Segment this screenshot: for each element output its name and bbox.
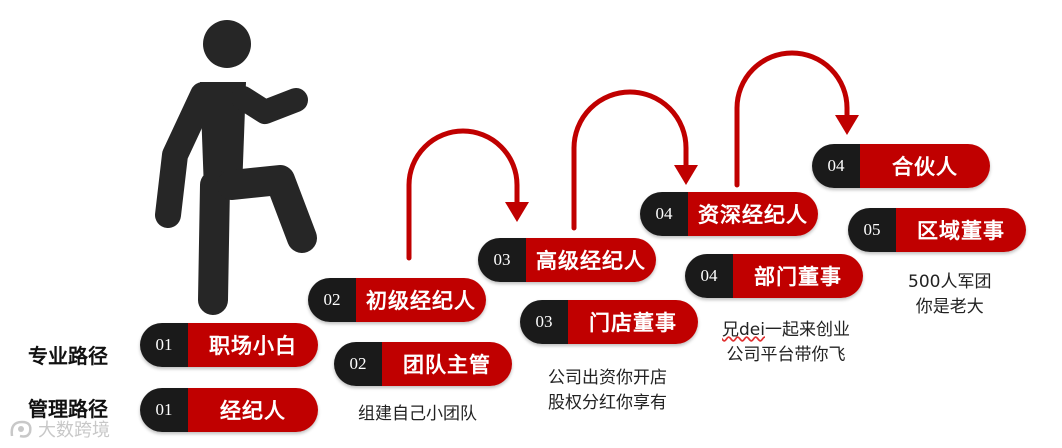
team-note-line: 组建自己小团队 bbox=[358, 404, 477, 424]
store-note: 公司出资你开店 股权分红你享有 bbox=[548, 366, 667, 416]
store-note-line-1: 公司出资你开店 bbox=[548, 368, 667, 388]
professional-step-5: 04 合伙人 bbox=[812, 144, 990, 188]
step-label: 职场小白 bbox=[188, 323, 318, 367]
management-step-5: 05 区域董事 bbox=[848, 208, 1026, 252]
step-number: 04 bbox=[812, 144, 860, 188]
step-number: 03 bbox=[478, 238, 526, 282]
arrowhead-1 bbox=[505, 202, 529, 222]
curved-arrow-1 bbox=[406, 128, 520, 261]
professional-step-3: 03 高级经纪人 bbox=[478, 238, 656, 282]
department-note: 兄dei一起来创业 公司平台带你飞 bbox=[722, 318, 850, 368]
step-number: 04 bbox=[685, 254, 733, 298]
management-step-4: 04 部门董事 bbox=[685, 254, 863, 298]
department-note-rest: 一起来创业 bbox=[764, 320, 850, 340]
watermark-text: 大数跨境 bbox=[38, 420, 110, 441]
step-label: 经纪人 bbox=[188, 388, 318, 432]
step-number: 01 bbox=[140, 323, 188, 367]
management-step-3: 03 门店董事 bbox=[520, 300, 698, 344]
step-label: 门店董事 bbox=[568, 300, 698, 344]
professional-step-4: 04 资深经纪人 bbox=[640, 192, 818, 236]
logo-icon bbox=[10, 420, 32, 438]
step-label: 合伙人 bbox=[860, 144, 990, 188]
curved-arrow-2 bbox=[571, 89, 689, 231]
store-note-line-2: 股权分红你享有 bbox=[548, 393, 667, 413]
step-number: 05 bbox=[848, 208, 896, 252]
step-number: 02 bbox=[334, 342, 382, 386]
step-number: 03 bbox=[520, 300, 568, 344]
arrowhead-3 bbox=[835, 115, 859, 135]
team-note: 组建自己小团队 bbox=[358, 402, 477, 427]
step-label: 初级经纪人 bbox=[356, 278, 486, 322]
step-label: 部门董事 bbox=[733, 254, 863, 298]
professional-step-1: 01 职场小白 bbox=[140, 323, 318, 367]
step-label: 区域董事 bbox=[896, 208, 1026, 252]
management-step-1: 01 经纪人 bbox=[140, 388, 318, 432]
step-number: 04 bbox=[640, 192, 688, 236]
department-note-line-1: 兄dei一起来创业 bbox=[722, 318, 850, 343]
region-note-line-2: 你是老大 bbox=[915, 297, 984, 317]
department-note-line-2: 公司平台带你飞 bbox=[726, 345, 846, 365]
professional-path-label: 专业路径 bbox=[28, 344, 108, 368]
department-note-word: 兄dei bbox=[722, 320, 765, 340]
management-path-label: 管理路径 bbox=[28, 397, 108, 421]
management-step-2: 02 团队主管 bbox=[334, 342, 512, 386]
region-note: 500人军团 你是老大 bbox=[908, 270, 991, 320]
step-number: 02 bbox=[308, 278, 356, 322]
step-number: 01 bbox=[140, 388, 188, 432]
watermark: 大数跨境 bbox=[8, 416, 110, 442]
curved-arrow-3 bbox=[734, 50, 850, 188]
region-note-line-1: 500人军团 bbox=[908, 272, 992, 292]
professional-step-2: 02 初级经纪人 bbox=[308, 278, 486, 322]
step-label: 资深经纪人 bbox=[688, 192, 818, 236]
step-label: 高级经纪人 bbox=[526, 238, 656, 282]
arrowhead-2 bbox=[674, 165, 698, 185]
step-label: 团队主管 bbox=[382, 342, 512, 386]
